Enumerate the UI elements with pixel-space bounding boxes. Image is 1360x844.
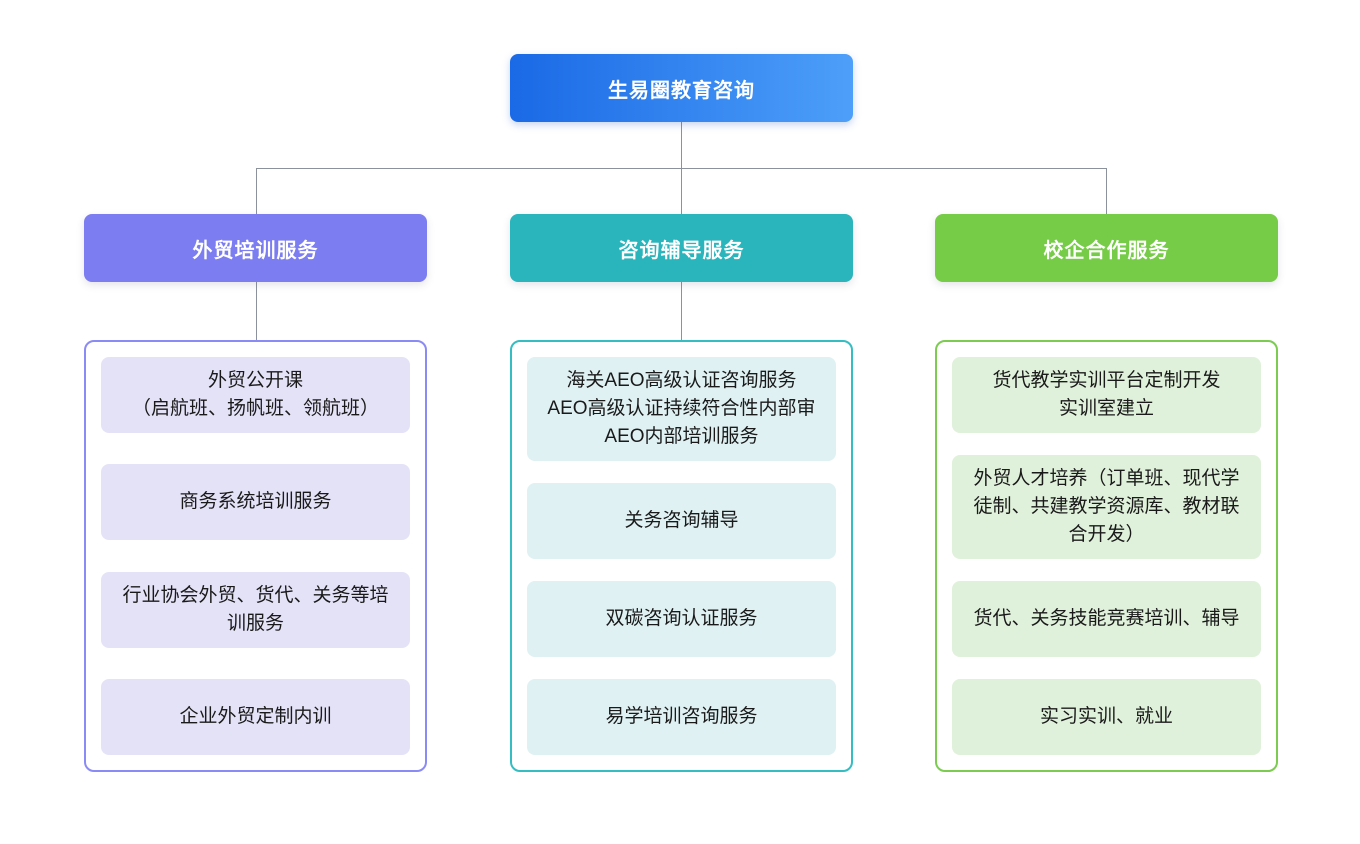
branch-header-foreign-trade-training: 外贸培训服务 <box>84 214 427 282</box>
branch-header-label: 外贸培训服务 <box>192 239 319 262</box>
branch-consulting-guidance: 咨询辅导服务 海关AEO高级认证咨询服务 AEO高级认证持续符合性内部审 AEO… <box>510 214 853 772</box>
service-item: 易学培训咨询服务 <box>527 679 836 755</box>
service-item: 关务咨询辅导 <box>527 483 836 559</box>
service-item: 外贸公开课 （启航班、扬帆班、领航班） <box>101 357 410 433</box>
branch-header-school-enterprise-cooperation: 校企合作服务 <box>935 214 1278 282</box>
service-item: 双碳咨询认证服务 <box>527 581 836 657</box>
service-item: 货代教学实训平台定制开发 实训室建立 <box>952 357 1261 433</box>
branch-header-label: 咨询辅导服务 <box>618 239 745 262</box>
service-item: 货代、关务技能竞赛培训、辅导 <box>952 581 1261 657</box>
item-container-foreign-trade-training: 外贸公开课 （启航班、扬帆班、领航班） 商务系统培训服务 行业协会外贸、货代、关… <box>84 340 427 772</box>
root-node: 生易圈教育咨询 <box>510 54 853 122</box>
connector-line <box>1106 168 1107 214</box>
service-item: 企业外贸定制内训 <box>101 678 410 755</box>
service-item: 商务系统培训服务 <box>101 464 410 541</box>
connector-line <box>681 282 682 340</box>
item-container-consulting-guidance: 海关AEO高级认证咨询服务 AEO高级认证持续符合性内部审 AEO内部培训服务 … <box>510 340 853 772</box>
branch-header-label: 校企合作服务 <box>1043 239 1170 262</box>
connector-line <box>681 168 682 214</box>
branch-school-enterprise-cooperation: 校企合作服务 货代教学实训平台定制开发 实训室建立 外贸人才培养（订单班、现代学… <box>935 214 1278 772</box>
branch-foreign-trade-training: 外贸培训服务 外贸公开课 （启航班、扬帆班、领航班） 商务系统培训服务 行业协会… <box>84 214 427 772</box>
service-item: 实习实训、就业 <box>952 679 1261 755</box>
connector-line <box>681 122 682 168</box>
connector-line <box>256 282 257 340</box>
service-item: 海关AEO高级认证咨询服务 AEO高级认证持续符合性内部审 AEO内部培训服务 <box>527 357 836 461</box>
root-node-label: 生易圈教育咨询 <box>608 79 755 102</box>
branch-header-consulting-guidance: 咨询辅导服务 <box>510 214 853 282</box>
connector-line <box>256 168 257 214</box>
service-item: 行业协会外贸、货代、关务等培 训服务 <box>101 571 410 648</box>
service-item: 外贸人才培养（订单班、现代学 徒制、共建教学资源库、教材联 合开发） <box>952 455 1261 559</box>
item-container-school-enterprise-cooperation: 货代教学实训平台定制开发 实训室建立 外贸人才培养（订单班、现代学 徒制、共建教… <box>935 340 1278 772</box>
